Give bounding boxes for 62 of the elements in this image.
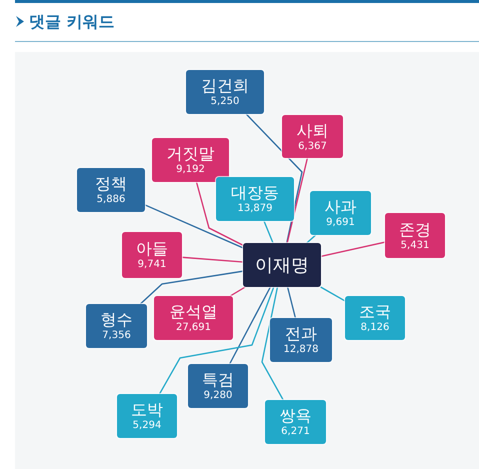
count: 6,271 <box>281 425 310 438</box>
count: 13,879 <box>238 202 272 215</box>
connector-line <box>306 234 316 244</box>
count: 9,691 <box>326 216 355 229</box>
count: 9,280 <box>204 389 232 402</box>
keyword-box <box>310 191 371 235</box>
keyword: 사퇴 <box>296 120 328 140</box>
keyword-box <box>122 232 182 278</box>
keyword-box <box>77 168 145 212</box>
connector-line <box>144 204 244 248</box>
keyword: 특검 <box>202 370 234 389</box>
connector-line <box>140 270 244 304</box>
keyword-box <box>154 296 233 340</box>
keyword: 아들 <box>136 239 168 258</box>
count: 8,126 <box>360 321 390 334</box>
center-keyword-box <box>243 243 321 287</box>
connector-line <box>261 286 284 400</box>
count: 5,431 <box>400 238 430 252</box>
keyword: 전과 <box>285 324 317 343</box>
keyword: 김건희 <box>201 76 249 95</box>
keyword: 도박 <box>131 400 163 419</box>
keyword-box <box>345 296 405 340</box>
count: 9,741 <box>138 258 166 271</box>
connector-line <box>196 182 244 246</box>
count: 5,294 <box>132 419 162 432</box>
keyword-box <box>188 364 248 408</box>
count: 5,250 <box>210 95 240 108</box>
connector-line <box>263 220 274 244</box>
keyword: 이재명 <box>255 256 309 274</box>
count: 9,192 <box>176 163 205 176</box>
keyword-box <box>385 213 445 258</box>
connector-line <box>320 242 386 257</box>
count: 12,878 <box>284 343 318 356</box>
count: 27,691 <box>176 321 211 334</box>
title: 댓글 키워드 <box>29 12 115 33</box>
connector-line <box>320 286 346 302</box>
keyword: 정책 <box>95 174 127 193</box>
keyword-box <box>282 115 343 158</box>
connector-line <box>286 286 296 318</box>
count: 5,886 <box>96 193 126 206</box>
connector-line <box>182 256 244 263</box>
keyword-box <box>152 138 229 182</box>
keyword-box <box>86 304 147 348</box>
keyword: 대장동 <box>231 183 279 202</box>
keyword-box <box>265 400 326 444</box>
keyword: 사과 <box>324 197 356 216</box>
keyword-box <box>186 70 264 114</box>
connector-line <box>158 286 274 394</box>
keyword-box <box>117 394 177 438</box>
keyword: 형수 <box>100 310 132 329</box>
keyword: 쌍욕 <box>280 406 312 425</box>
keyword: 거짓말 <box>166 144 214 163</box>
count: 6,367 <box>298 140 327 152</box>
connector-line <box>230 286 246 297</box>
keyword: 존경 <box>399 220 431 238</box>
keyword-box <box>270 318 332 362</box>
connector-line <box>286 158 308 244</box>
keyword-box <box>216 177 294 221</box>
count: 7,356 <box>102 329 131 342</box>
keyword: 윤석열 <box>170 302 218 321</box>
connector-line <box>229 286 271 364</box>
keyword: 조국 <box>359 302 391 321</box>
